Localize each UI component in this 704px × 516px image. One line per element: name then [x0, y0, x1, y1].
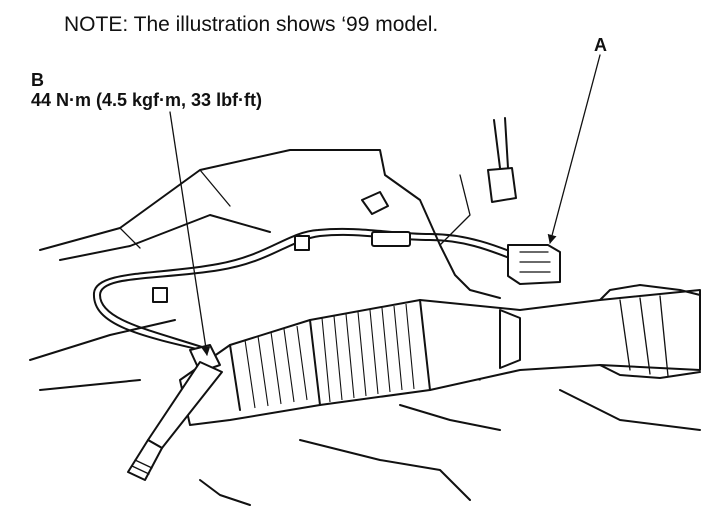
exhaust-pipe	[179, 284, 701, 426]
callout-label-a: A	[594, 35, 607, 55]
leader-arrow-a	[547, 54, 601, 244]
wrench-tool	[127, 361, 223, 481]
leader-arrow-b	[169, 111, 211, 356]
note-text: NOTE: The illustration shows ‘99 model.	[64, 13, 439, 36]
connector-a	[487, 117, 561, 285]
torque-spec-b: 44 N·m (4.5 kgf·m, 33 lbf·ft)	[31, 90, 263, 110]
callout-label-b: B	[31, 70, 44, 90]
sensor-harness	[92, 191, 523, 353]
